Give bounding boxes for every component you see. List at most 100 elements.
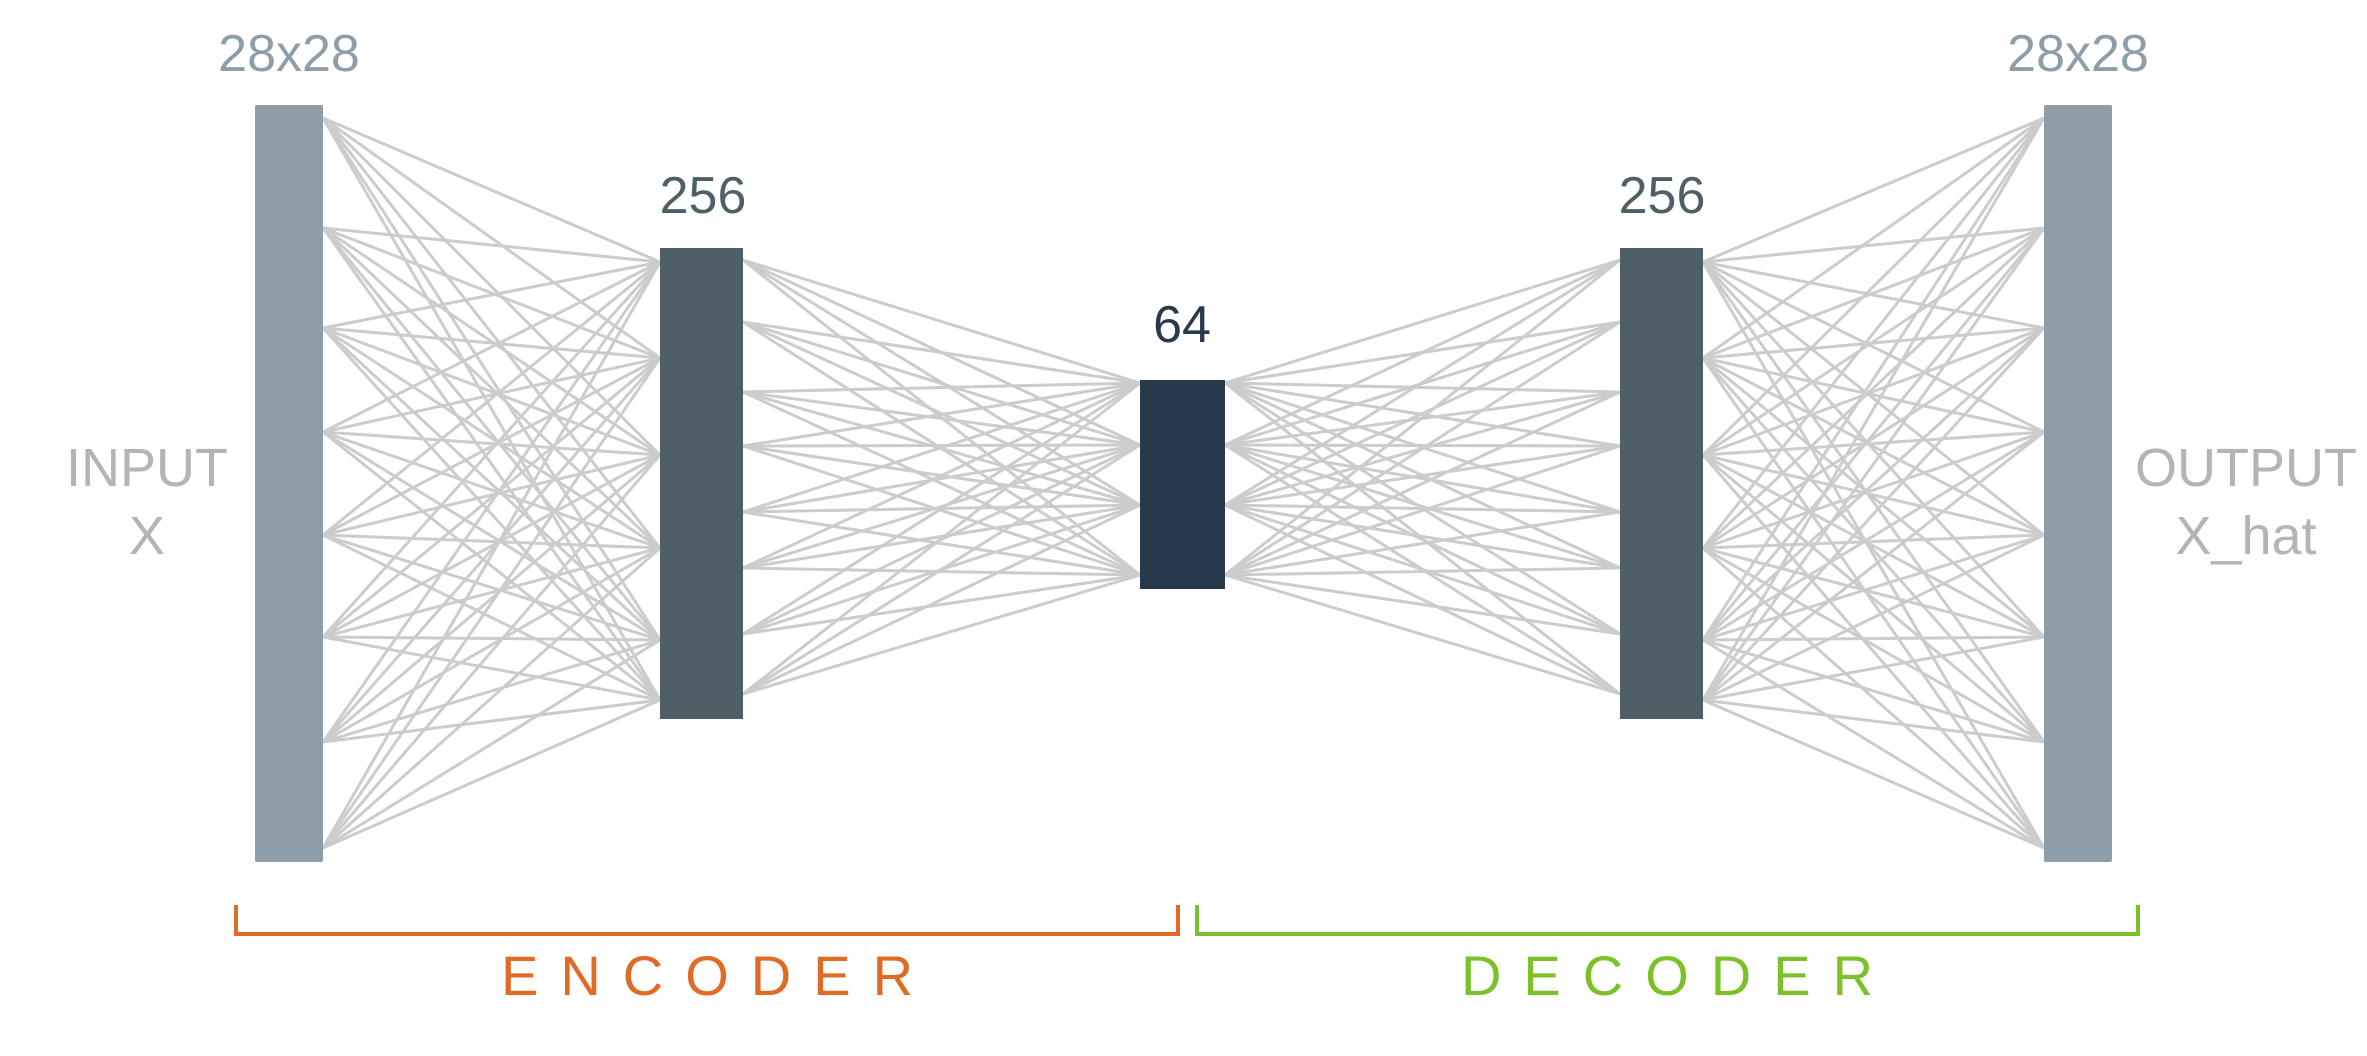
hidden-to-output-connection [1701,226,2046,550]
hidden-to-latent-connection [742,573,1141,636]
hidden-to-output-connection [1702,546,2045,639]
latent-to-hidden-connection [1224,503,1621,636]
hidden-to-output-connection [1702,326,2045,457]
output-label-line1: OUTPUT [2135,438,2357,498]
connection-lines [321,116,2046,850]
hidden-to-output-connection [1702,635,2045,702]
input-side-label: INPUT X [66,434,228,570]
hidden-to-output-connection [1701,117,2046,701]
hidden-to-output-connection [1701,227,2046,701]
input-to-hidden-connection [321,226,662,550]
hidden-to-latent-connection [742,381,1141,448]
latent-to-hidden-connection [1224,503,1621,570]
input-label-line1: INPUT [66,438,228,498]
hidden-to-latent-connection [742,444,1141,577]
input-to-hidden-connection [322,698,661,744]
hidden-to-latent-connection [742,443,1141,570]
input-to-hidden-connection [321,357,662,743]
hidden-to-output-connection [1702,356,2045,639]
latent-to-hidden-connection [1224,258,1621,385]
input-to-hidden-connection [322,453,661,537]
latent-to-hidden-connection [1224,566,1621,577]
hidden-to-output-connection [1701,326,2046,702]
hidden-to-output-connection [1701,260,2046,639]
hidden-to-output-connection [1702,116,2045,264]
hidden-to-output-connection [1701,117,2046,641]
input-layer-bar [255,105,323,862]
hidden-to-latent-connection [742,573,1141,696]
hidden-to-latent-connection [742,381,1141,636]
hidden-to-output-connection [1701,454,2046,849]
hidden-to-output-connection [1701,261,2046,849]
hidden-to-output-connection [1702,356,2045,537]
hidden-to-output-connection [1702,430,2045,457]
hidden-to-latent-connection [742,503,1141,570]
hidden-to-latent-connection [742,443,1141,448]
hidden-to-output-connection [1701,357,2046,849]
input-to-hidden-connection [321,117,662,549]
latent-to-hidden-connection [1224,443,1621,448]
hidden-to-output-connection [1701,261,2046,743]
input-to-hidden-connection [322,638,661,744]
hidden-to-output-connection [1702,453,2045,639]
hidden-to-output-connection [1702,638,2045,850]
hidden-to-latent-connection [742,443,1141,514]
input-to-hidden-connection [321,227,662,641]
input-to-hidden-connection [321,261,662,743]
hidden-to-output-connection [1702,260,2045,537]
input-to-hidden-connection [322,260,661,434]
latent-to-hidden-connection [1224,573,1621,636]
hidden-to-latent-connection [742,381,1141,696]
input-to-hidden-connection [322,356,661,434]
decoder-label: DECODER [1460,944,1896,1007]
input-to-hidden-connection [321,454,662,849]
hidden-to-output-connection [1702,326,2045,550]
input-to-hidden-connection [322,260,661,330]
hidden-to-latent-connection [742,566,1141,577]
decoder-bracket [1195,905,2140,936]
hidden-to-output-connection [1702,226,2045,457]
hidden-to-latent-connection [742,381,1141,514]
latent-to-hidden-connection [1224,320,1621,577]
input-to-hidden-connection [322,326,661,550]
input-to-hidden-connection [322,430,661,457]
input-to-hidden-connection [322,326,661,457]
decoder-hidden-layer-bar [1620,248,1703,719]
hidden-to-output-connection [1702,356,2045,434]
hidden-to-latent-connection [742,381,1141,394]
hidden-to-output-connection [1702,546,2045,850]
input-to-hidden-connection [322,430,661,702]
hidden-to-output-connection [1702,698,2045,850]
latent-to-hidden-connection [1224,320,1621,507]
hidden-to-output-connection [1702,116,2045,360]
input-label-line2: X [128,506,166,566]
latent-to-hidden-connection [1224,381,1621,394]
hidden-to-output-connection [1702,453,2045,537]
hidden-to-output-connection [1701,357,2046,743]
input-to-hidden-connection [321,116,662,457]
hidden-to-output-connection [1702,430,2045,550]
latent-to-hidden-connection [1224,510,1621,577]
hidden-to-output-connection [1701,117,2046,549]
input-to-hidden-connection [321,326,662,642]
input-to-hidden-connection [322,226,661,360]
hidden-to-output-connection [1701,116,2046,457]
hidden-to-output-connection [1702,698,2045,744]
hidden-to-output-connection [1701,227,2046,641]
hidden-to-output-connection [1702,260,2045,434]
input-to-hidden-connection [322,698,661,850]
input-to-hidden-connection [322,430,661,642]
input-to-hidden-connection [322,430,661,550]
encoder-bracket [234,905,1180,936]
hidden-to-output-connection [1702,430,2045,702]
hidden-to-output-connection [1702,453,2045,744]
hidden-to-latent-connection [742,510,1141,577]
latent-layer-bar [1140,380,1225,589]
hidden-to-output-connection [1702,226,2045,264]
input-to-hidden-connection [322,546,661,850]
latent-to-hidden-connection [1224,258,1621,577]
input-to-hidden-connection [322,326,661,360]
latent-to-hidden-connection [1224,443,1621,636]
hidden-to-latent-connection [742,443,1141,696]
